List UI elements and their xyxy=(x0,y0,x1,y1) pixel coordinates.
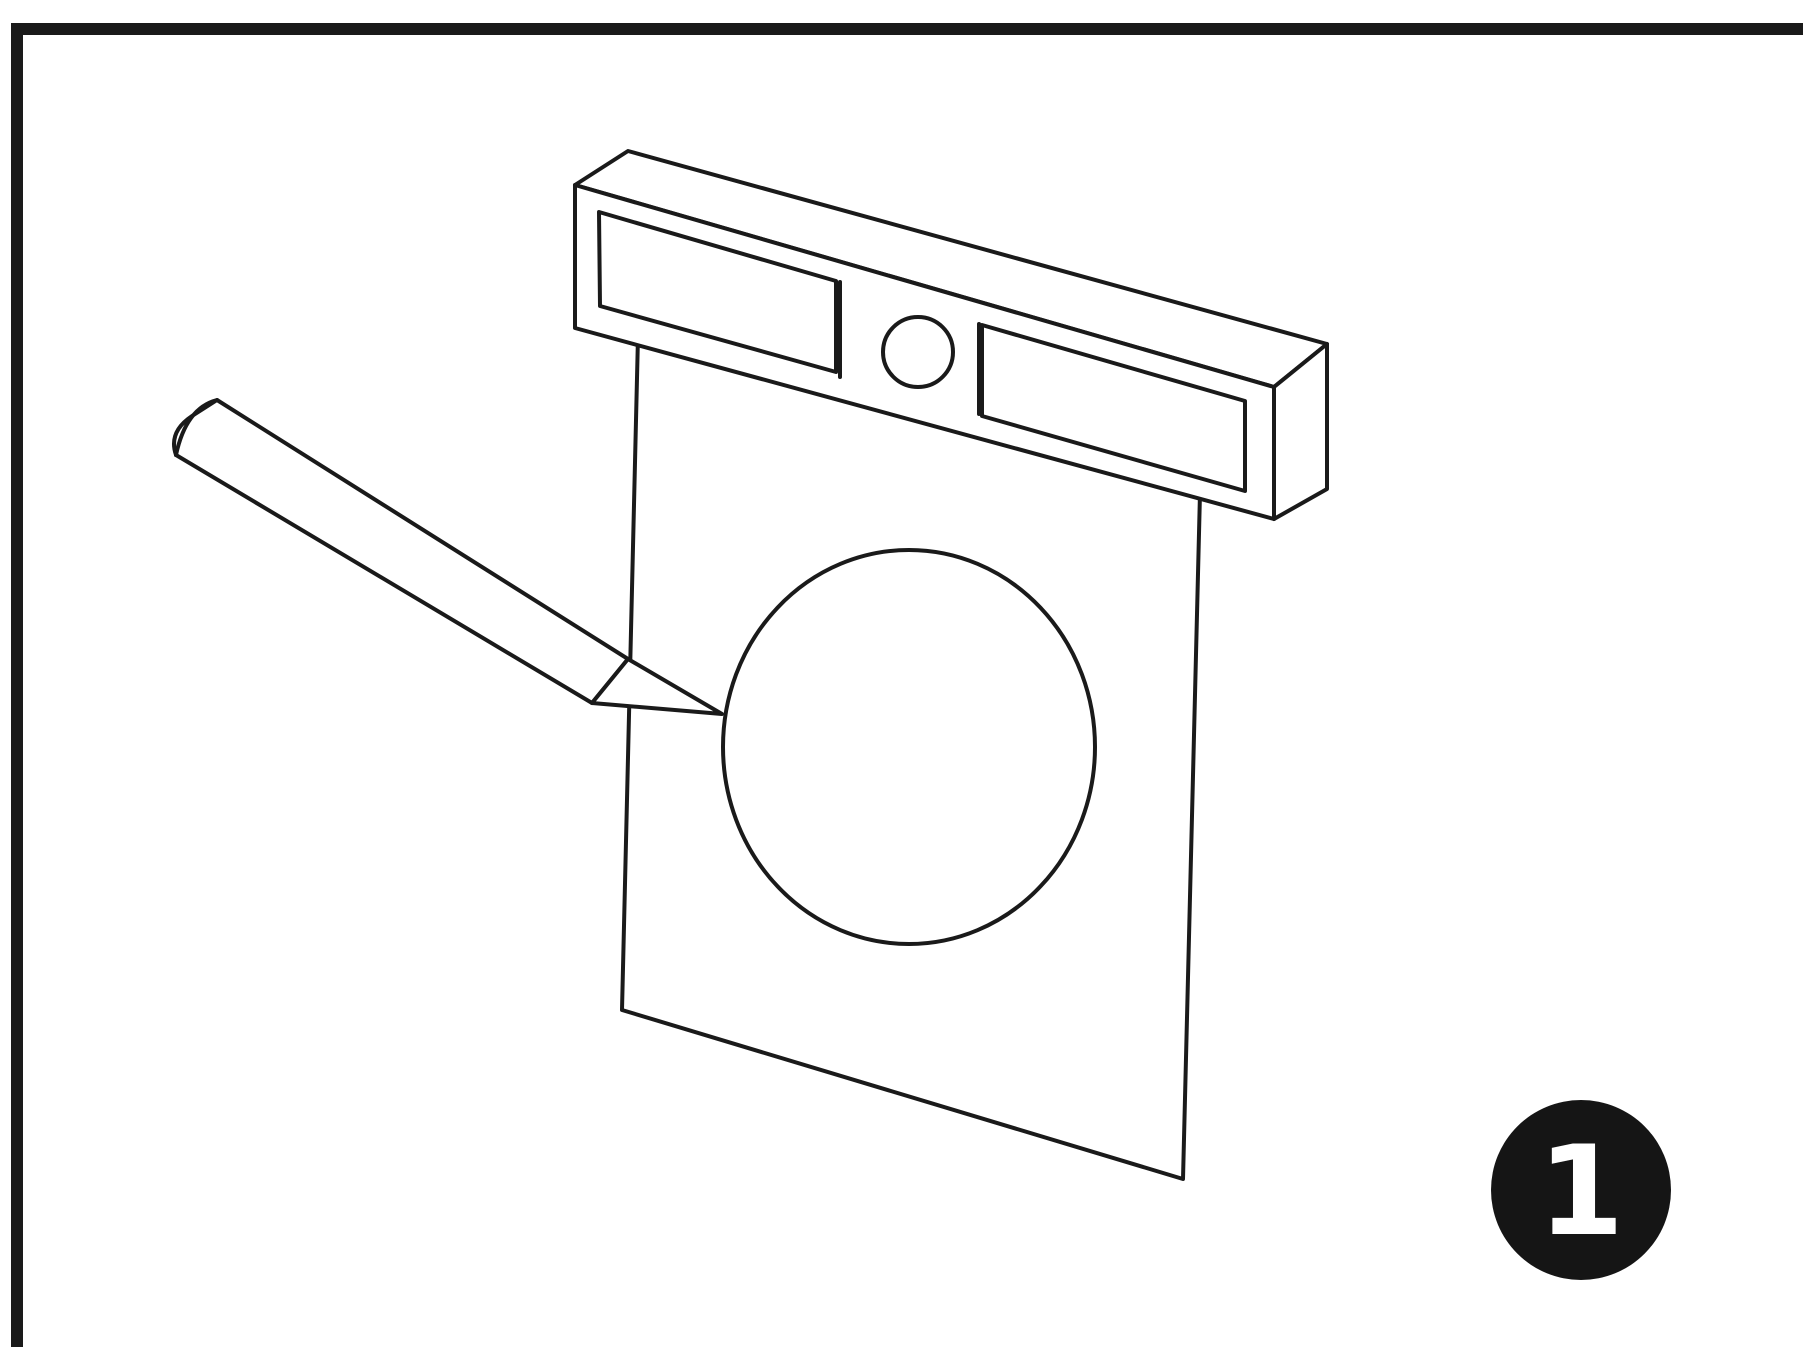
light-bar-device-icon xyxy=(573,149,1329,521)
pencil-icon xyxy=(172,398,724,716)
device-sensor-icon xyxy=(881,315,955,389)
paper-template-icon xyxy=(620,334,1202,1181)
step-number-badge: 1 xyxy=(1491,1100,1671,1280)
panel-frame xyxy=(11,23,1803,1347)
step-number-text: 1 xyxy=(1538,1120,1624,1264)
device-left-panel xyxy=(597,210,838,374)
device-right-panel xyxy=(980,323,1247,493)
template-circle-marking xyxy=(721,548,1097,946)
